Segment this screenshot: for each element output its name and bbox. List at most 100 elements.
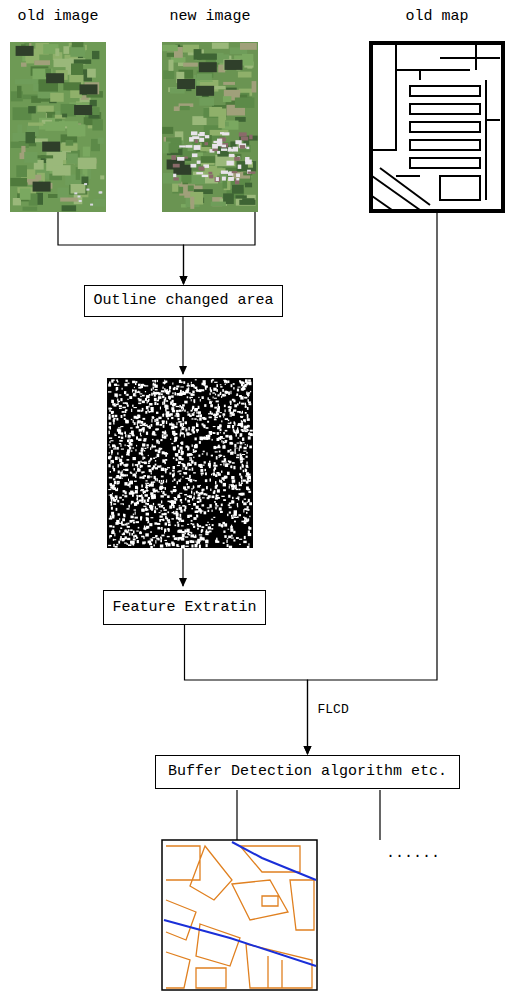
change-pixel xyxy=(223,416,224,417)
change-pixel xyxy=(236,457,239,459)
change-pixel xyxy=(223,463,224,466)
change-pixel xyxy=(151,424,153,427)
change-pixel xyxy=(174,479,176,481)
change-pixel xyxy=(111,507,113,510)
change-pixel xyxy=(114,533,115,536)
change-pixel xyxy=(215,485,218,487)
change-pixel xyxy=(151,393,153,396)
change-pixel xyxy=(180,499,182,502)
change-pixel xyxy=(228,536,231,539)
change-pixel xyxy=(179,493,182,494)
change-pixel xyxy=(179,473,181,474)
change-pixel xyxy=(209,504,211,508)
change-pixel xyxy=(117,452,118,454)
change-pixel xyxy=(187,524,189,525)
change-pixel xyxy=(159,448,161,450)
change-pixel xyxy=(207,497,210,499)
change-pixel xyxy=(221,524,224,527)
change-pixel xyxy=(154,476,156,479)
change-pixel xyxy=(166,405,169,407)
change-pixel xyxy=(113,478,115,480)
change-pixel xyxy=(122,499,124,500)
change-pixel xyxy=(185,429,187,432)
change-pixel xyxy=(243,451,246,452)
change-pixel xyxy=(185,532,186,534)
change-pixel xyxy=(142,542,145,545)
change-pixel xyxy=(165,523,167,526)
change-pixel xyxy=(227,538,228,539)
building xyxy=(171,155,176,160)
change-pixel xyxy=(139,500,140,502)
change-pixel xyxy=(197,523,198,526)
change-pixel xyxy=(207,507,210,508)
change-pixel xyxy=(140,420,141,422)
change-pixel xyxy=(130,440,133,442)
change-pixel xyxy=(138,495,141,497)
change-pixel xyxy=(155,535,157,537)
change-pixel xyxy=(113,503,116,505)
change-pixel xyxy=(109,441,111,442)
change-pixel xyxy=(165,430,166,432)
change-pixel xyxy=(143,471,145,473)
change-pixel xyxy=(114,499,116,502)
change-pixel xyxy=(181,442,183,445)
change-pixel xyxy=(155,450,157,452)
change-pixel xyxy=(162,402,163,405)
change-pixel xyxy=(200,512,201,514)
field-patch xyxy=(245,183,252,188)
change-pixel xyxy=(162,459,165,462)
change-pixel xyxy=(249,502,252,505)
change-pixel xyxy=(247,477,248,480)
change-pixel xyxy=(213,414,214,416)
change-pixel xyxy=(158,441,160,444)
change-pixel xyxy=(142,454,144,455)
change-pixel xyxy=(111,380,113,383)
change-pixel xyxy=(139,532,142,534)
change-pixel xyxy=(186,483,188,485)
change-pixel xyxy=(171,492,173,493)
change-pixel xyxy=(205,479,207,482)
change-pixel xyxy=(149,403,152,406)
change-pixel xyxy=(232,425,234,428)
change-pixel xyxy=(160,537,162,539)
change-pixel xyxy=(168,543,171,546)
change-pixel xyxy=(249,474,251,476)
change-pixel xyxy=(169,472,171,474)
change-pixel xyxy=(183,417,185,419)
building xyxy=(215,177,221,182)
change-pixel xyxy=(132,381,135,384)
change-pixel xyxy=(246,519,248,522)
change-pixel xyxy=(163,425,164,427)
change-pixel xyxy=(124,391,126,394)
change-pixel xyxy=(138,384,141,386)
map-ground xyxy=(370,42,504,212)
change-pixel xyxy=(135,390,137,393)
change-pixel xyxy=(165,408,168,410)
change-pixel xyxy=(113,526,115,528)
change-pixel xyxy=(230,391,231,394)
change-pixel xyxy=(111,512,114,515)
change-pixel xyxy=(146,480,148,481)
change-pixel xyxy=(230,466,232,468)
change-pixel xyxy=(181,407,182,410)
field-patch xyxy=(180,106,190,110)
change-pixel xyxy=(231,436,232,439)
change-pixel xyxy=(155,506,156,508)
change-pixel xyxy=(176,388,179,390)
change-pixel xyxy=(244,447,247,449)
field-patch xyxy=(74,59,91,64)
change-pixel xyxy=(232,488,235,490)
change-pixel xyxy=(216,384,218,387)
change-pixel xyxy=(209,431,212,434)
change-pixel xyxy=(137,410,140,412)
change-pixel xyxy=(158,392,161,395)
change-pixel xyxy=(146,486,148,489)
dark-patch xyxy=(16,46,34,56)
change-pixel xyxy=(171,422,172,423)
change-pixel xyxy=(157,478,158,481)
change-pixel xyxy=(140,465,142,468)
change-pixel xyxy=(129,486,130,488)
change-pixel xyxy=(165,455,167,457)
change-pixel xyxy=(140,435,142,436)
change-pixel xyxy=(239,489,241,491)
